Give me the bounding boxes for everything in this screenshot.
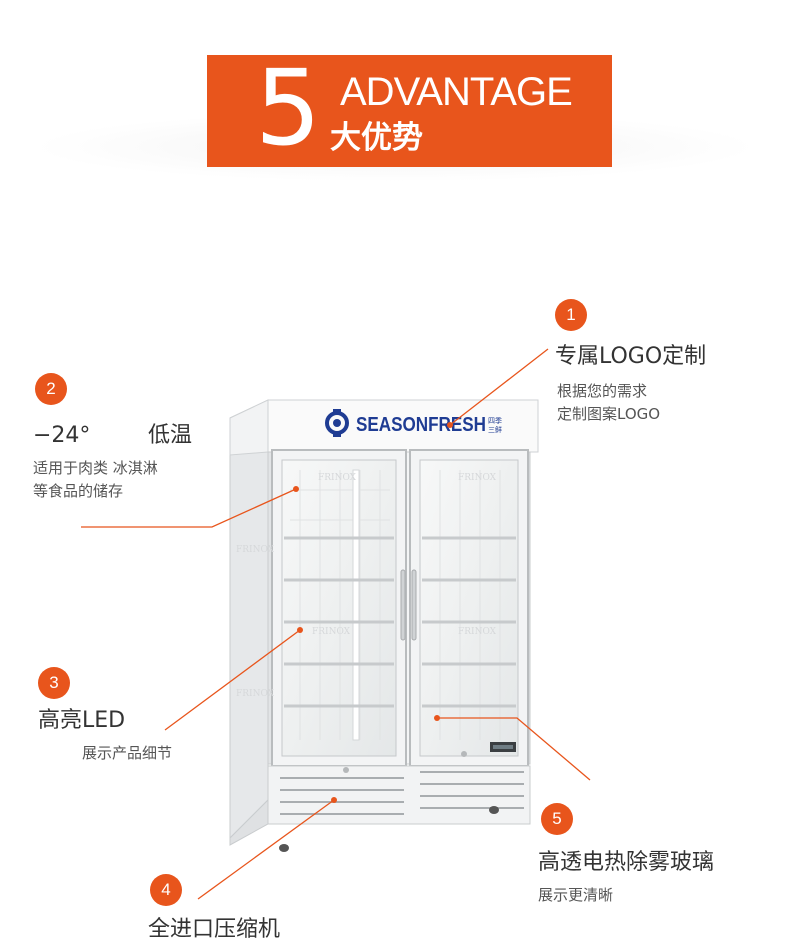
feature-2-badge: 2 bbox=[35, 373, 67, 405]
callout-dot-2 bbox=[293, 486, 299, 492]
feature-4-badge: 4 bbox=[150, 874, 182, 906]
feature-1-badge: 1 bbox=[555, 299, 587, 331]
banner-number: 5 bbox=[255, 47, 322, 169]
feature-3-badge: 3 bbox=[38, 667, 70, 699]
watermark-5: FRINOX bbox=[236, 545, 275, 555]
watermark-3: FRINOX bbox=[312, 627, 351, 637]
feature-5-desc: 展示更清晰 bbox=[538, 886, 614, 904]
feature-2-desc-line-2: 等食品的储存 bbox=[33, 482, 124, 500]
feature-2-title-temp: −24° bbox=[33, 423, 91, 448]
feature-2-desc-line-1: 适用于肉类 冰淇淋 bbox=[33, 459, 158, 477]
callout-line-2 bbox=[81, 488, 297, 528]
wheel bbox=[489, 806, 499, 814]
callout-dot-5 bbox=[434, 715, 440, 721]
banner-title: ADVANTAGE bbox=[340, 70, 573, 114]
feature-5-badge: 5 bbox=[541, 803, 573, 835]
right-door bbox=[409, 449, 529, 767]
feature-2-title-low-temp: 低温 bbox=[148, 423, 193, 448]
brand-name: SEASONFRESH bbox=[356, 414, 486, 436]
callout-line-1 bbox=[449, 348, 549, 426]
watermark-4: FRINOX bbox=[458, 627, 497, 637]
compressor-grille bbox=[280, 771, 524, 815]
callout-line-3 bbox=[164, 629, 301, 731]
feature-5-title: 高透电热除雾玻璃 bbox=[538, 850, 715, 875]
watermark-6: FRINOX bbox=[236, 689, 275, 699]
feature-3-title: 高亮LED bbox=[38, 708, 126, 733]
watermark-1: FRINOX bbox=[318, 473, 357, 483]
banner bbox=[207, 55, 612, 167]
callout-dot-4 bbox=[331, 797, 337, 803]
brand-logo-icon bbox=[325, 409, 349, 437]
brand-small-1: 四季 bbox=[488, 416, 502, 425]
watermark-2: FRINOX bbox=[458, 473, 497, 483]
feature-1-title: 专属LOGO定制 bbox=[555, 344, 707, 369]
wheel bbox=[279, 844, 289, 852]
callout-line-5 bbox=[437, 717, 591, 781]
feature-1-desc-line-1: 根据您的需求 bbox=[557, 382, 648, 400]
callout-dot-1 bbox=[447, 422, 453, 428]
banner-subtitle: 大优势 bbox=[330, 120, 423, 156]
door-handle-left bbox=[400, 569, 406, 641]
feature-3-desc: 展示产品细节 bbox=[82, 744, 173, 762]
feature-4-title: 全进口压缩机 bbox=[148, 917, 281, 942]
left-door bbox=[271, 449, 407, 767]
door-handle-right bbox=[411, 569, 417, 641]
callout-dot-3 bbox=[297, 627, 303, 633]
feature-1-desc-line-2: 定制图案LOGO bbox=[557, 405, 661, 423]
callout-line-4 bbox=[197, 799, 335, 900]
brand-small-2: 三鲜 bbox=[488, 425, 502, 434]
